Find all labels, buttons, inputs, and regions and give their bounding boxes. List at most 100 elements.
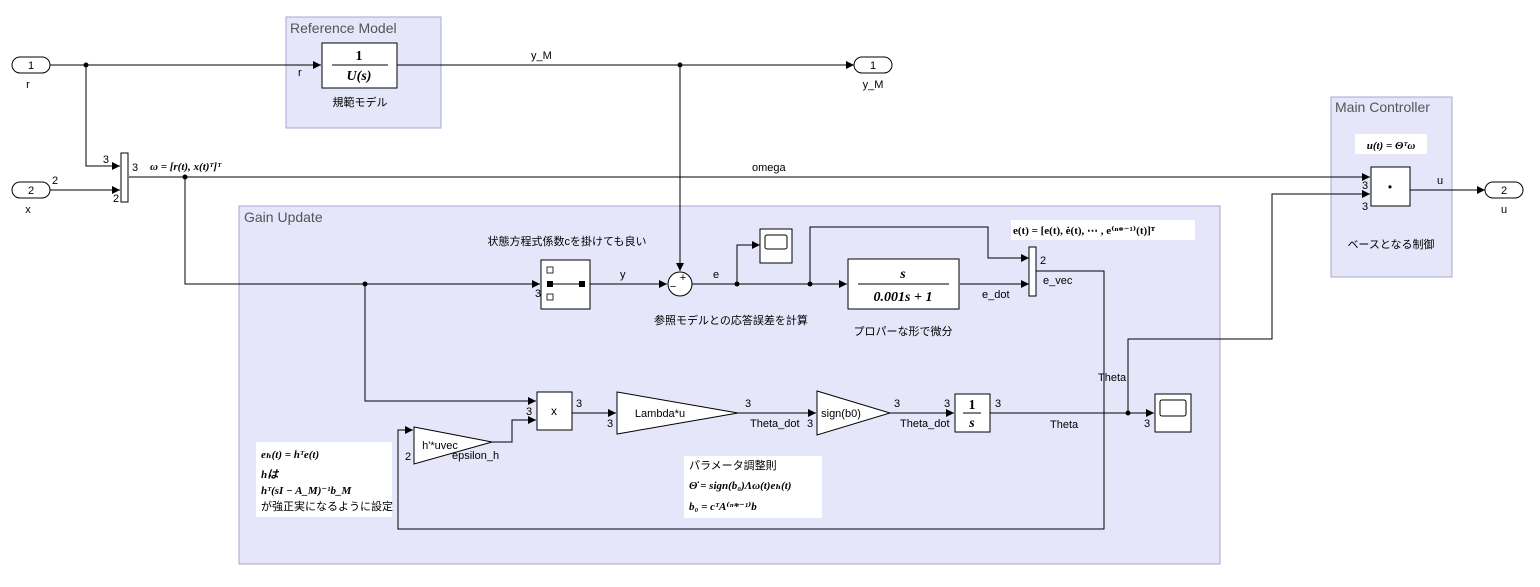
signal-theta-dot-1: Theta_dot — [750, 418, 800, 430]
dim-label: 3 — [807, 418, 813, 430]
dim-label: 3 — [576, 398, 582, 410]
signal-theta-dot-2: Theta_dot — [900, 418, 950, 430]
dim-label: 2 — [405, 451, 411, 463]
inport-r[interactable]: 1 r — [11, 56, 51, 91]
signal-r: r — [298, 67, 302, 79]
dim-label: 3 — [103, 154, 109, 166]
omega-definition: ω = [r(t), x(t)ᵀ]ᵀ — [150, 161, 222, 173]
adaptation-law-equation: Θ̇ = sign(b₀)Λω(t)eₕ(t) — [689, 480, 791, 492]
port-label: x — [25, 204, 31, 216]
port-number: 2 — [1501, 185, 1507, 197]
huvec-gain-block[interactable]: h'*uvec 2 — [405, 426, 493, 465]
main-controller-title: Main Controller — [1335, 99, 1430, 115]
product-x-label: x — [551, 404, 557, 418]
tf-denominator: s — [968, 416, 975, 431]
signal-theta-upper: Theta — [1098, 372, 1127, 384]
signal-labels: r y_M omega y e e_dot e_vec Theta Theta … — [298, 50, 1443, 462]
scope-theta[interactable]: 3 — [1144, 393, 1192, 433]
port-number: 2 — [28, 185, 34, 197]
inport-x[interactable]: 2 x — [11, 181, 51, 216]
lambda-gain-label: Lambda*u — [635, 408, 685, 420]
dim-label: 2 — [52, 175, 58, 187]
wire-theta-to-controller[interactable] — [1127, 190, 1370, 413]
outport-u[interactable]: 2 u — [1484, 181, 1524, 216]
reference-model-area[interactable]: Reference Model — [285, 16, 442, 129]
sum-minus-sign: − — [670, 281, 676, 293]
port-label: r — [26, 79, 30, 91]
tf-numerator: 1 — [356, 49, 363, 64]
sign-gain-block[interactable]: sign(b0) 3 3 Theta_dot — [807, 390, 950, 436]
product-x-block[interactable]: x 3 3 — [526, 391, 582, 431]
eh-definition: eₕ(t) = hᵀe(t) — [261, 449, 319, 461]
dim-label: 3 — [745, 398, 751, 410]
reference-model-title: Reference Model — [290, 20, 397, 36]
filter-caption: プロパーな形で微分 — [854, 324, 953, 338]
tf-denominator: U(s) — [347, 69, 372, 84]
mux-omega[interactable]: 3 3 2 2 — [52, 152, 138, 205]
outport-yM[interactable]: 1 y_M — [853, 56, 893, 91]
scope-e[interactable] — [759, 228, 793, 264]
signal-yM: y_M — [531, 50, 552, 62]
port-label: y_M — [863, 79, 884, 91]
signal-u: u — [1437, 175, 1443, 187]
gain-update-title: Gain Update — [244, 209, 323, 225]
wire-omega-to-ss[interactable] — [184, 177, 540, 288]
wire-r-to-mux[interactable] — [85, 65, 120, 170]
control-law: u(t) = Θᵀω — [1367, 140, 1416, 152]
state-space-block[interactable]: 3 状態方程式係数cを掛けても良い — [488, 234, 647, 310]
dim-label: 3 — [1362, 201, 1368, 213]
lambda-gain-block[interactable]: Lambda*u 3 3 Theta_dot — [607, 391, 800, 435]
tf-numerator: 1 — [969, 398, 976, 413]
mux-evec[interactable]: 2 — [1028, 246, 1046, 297]
signal-y: y — [620, 269, 626, 281]
wire-e-to-scope[interactable] — [736, 241, 760, 284]
reference-model-caption: 規範モデル — [333, 95, 388, 109]
signal-edot: e_dot — [982, 289, 1010, 301]
h-description-3: が強正実になるように設定 — [261, 499, 393, 513]
dim-label: 3 — [995, 398, 1001, 410]
wire-epsilon-h[interactable] — [492, 416, 536, 443]
dim-label: 3 — [944, 398, 950, 410]
huvec-gain-label: h'*uvec — [422, 440, 458, 452]
wire-e-to-mux[interactable] — [809, 226, 1029, 284]
signal-omega: omega — [752, 162, 787, 174]
integrator-block[interactable]: 1 s 3 3 — [944, 393, 1001, 433]
signal-epsilon-h: epsilon_h — [452, 450, 499, 462]
dim-label: 2 — [113, 193, 119, 205]
dim-label: 3 — [1144, 418, 1150, 430]
dim-label: 3 — [607, 418, 613, 430]
dim-label: 3 — [1362, 180, 1368, 192]
sign-gain-label: sign(b0) — [821, 408, 861, 420]
error-vector-definition: e(t) = [e(t), ė(t), ⋯ , e⁽ⁿ*⁻¹⁾(t)]ᵀ — [1013, 225, 1156, 237]
h-description-1: hは — [261, 469, 280, 481]
filter-transfer-fn[interactable]: s 0.001s + 1 プロパーな形で微分 — [847, 258, 960, 338]
b0-definition: b₀ = cᵀA⁽ⁿ*⁻¹⁾b — [689, 501, 757, 513]
controller-caption: ベースとなる制御 — [1347, 237, 1434, 251]
sum-block[interactable]: + − 参照モデルとの応答誤差を計算 — [654, 271, 808, 327]
dim-label: 3 — [132, 162, 138, 174]
signal-e: e — [713, 269, 719, 281]
dim-label: 3 — [894, 398, 900, 410]
port-number: 1 — [870, 60, 876, 72]
equation-annotations: ω = [r(t), x(t)ᵀ]ᵀ u(t) = Θᵀω e(t) = [e(… — [150, 134, 1427, 518]
port-label: u — [1501, 204, 1507, 216]
reference-model-transfer-fn[interactable]: 1 U(s) 規範モデル — [321, 42, 398, 109]
adaptation-law-title: パラメータ調整則 — [689, 458, 777, 472]
signal-evec: e_vec — [1043, 275, 1073, 287]
wire-omega-to-product[interactable] — [364, 284, 536, 405]
wire-evec[interactable] — [397, 270, 1105, 530]
product-dot: • — [1388, 180, 1392, 194]
dim-label: 3 — [526, 406, 532, 418]
dim-label: 2 — [1040, 255, 1046, 267]
signal-theta: Theta — [1050, 419, 1079, 431]
port-number: 1 — [28, 60, 34, 72]
wires — [50, 61, 1485, 530]
tf-denominator: 0.001s + 1 — [874, 290, 933, 305]
sum-plus-sign: + — [680, 272, 686, 284]
tf-numerator: s — [899, 267, 906, 282]
error-caption: 参照モデルとの応答誤差を計算 — [654, 313, 808, 327]
controller-product-block[interactable]: • 3 3 ベースとなる制御 — [1347, 166, 1435, 251]
dim-label: 3 — [535, 288, 541, 300]
state-space-note: 状態方程式係数cを掛けても良い — [488, 234, 647, 248]
